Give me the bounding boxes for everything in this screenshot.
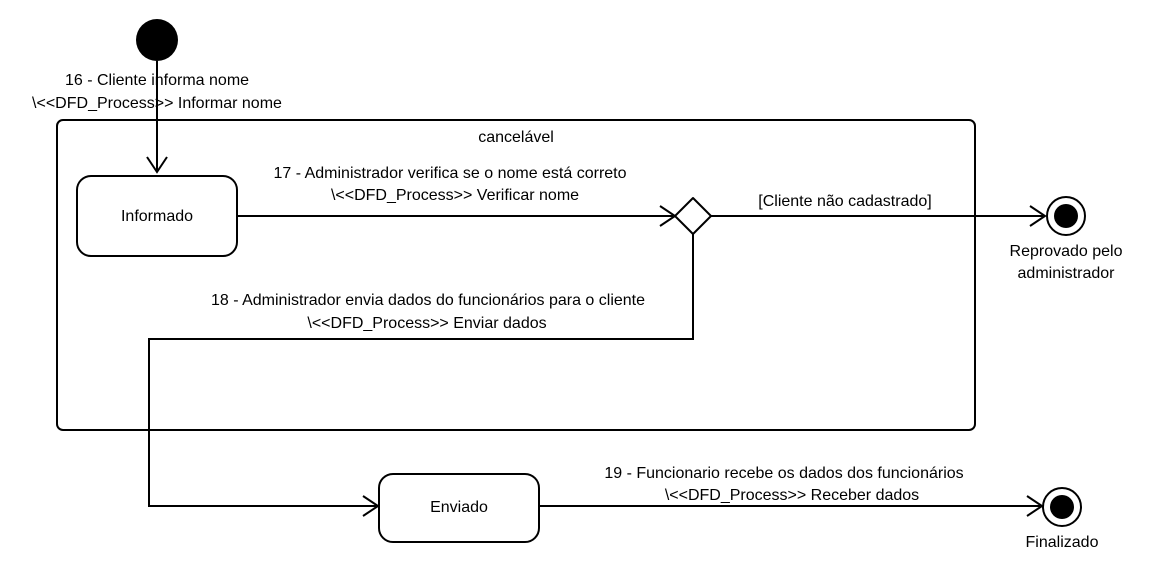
final-state-reprovado-label-line2: administrador [1018, 265, 1116, 282]
state-informado-label: Informado [121, 208, 193, 225]
transition-19-line1: 19 - Funcionario recebe os dados dos fun… [604, 465, 963, 482]
final-state-reprovado-label-line1: Reprovado pelo [1010, 243, 1123, 260]
transition-16-line2: \<<DFD_Process>> Informar nome [32, 95, 282, 112]
initial-state [136, 19, 178, 61]
initial-transition-arrowhead [146, 156, 168, 174]
transition-17-line2: \<<DFD_Process>> Verificar nome [331, 187, 579, 204]
transition-17-line1: 17 - Administrador verifica se o nome es… [273, 165, 626, 182]
final-state-finalizado-inner [1050, 495, 1074, 519]
state-enviado-label: Enviado [430, 499, 488, 516]
final-state-finalizado-label: Finalizado [1026, 534, 1099, 551]
composite-state-label: cancelável [478, 129, 554, 146]
transition-19-arrowhead [1026, 495, 1044, 517]
transition-19-line2: \<<DFD_Process>> Receber dados [665, 487, 919, 504]
transition-18-line1: 18 - Administrador envia dados do funcio… [211, 292, 645, 309]
transition-16-line1: 16 - Cliente informa nome [65, 72, 249, 89]
guard-transition-arrowhead [1029, 205, 1047, 227]
transition-18-line [148, 234, 694, 507]
composite-state-cancelavel [56, 119, 976, 431]
final-state-reprovado-inner [1054, 204, 1078, 228]
state-enviado [378, 473, 540, 543]
guard-label: [Cliente não cadastrado] [758, 193, 931, 210]
decision-node [674, 197, 712, 235]
transition-18-line2: \<<DFD_Process>> Enviar dados [307, 315, 546, 332]
